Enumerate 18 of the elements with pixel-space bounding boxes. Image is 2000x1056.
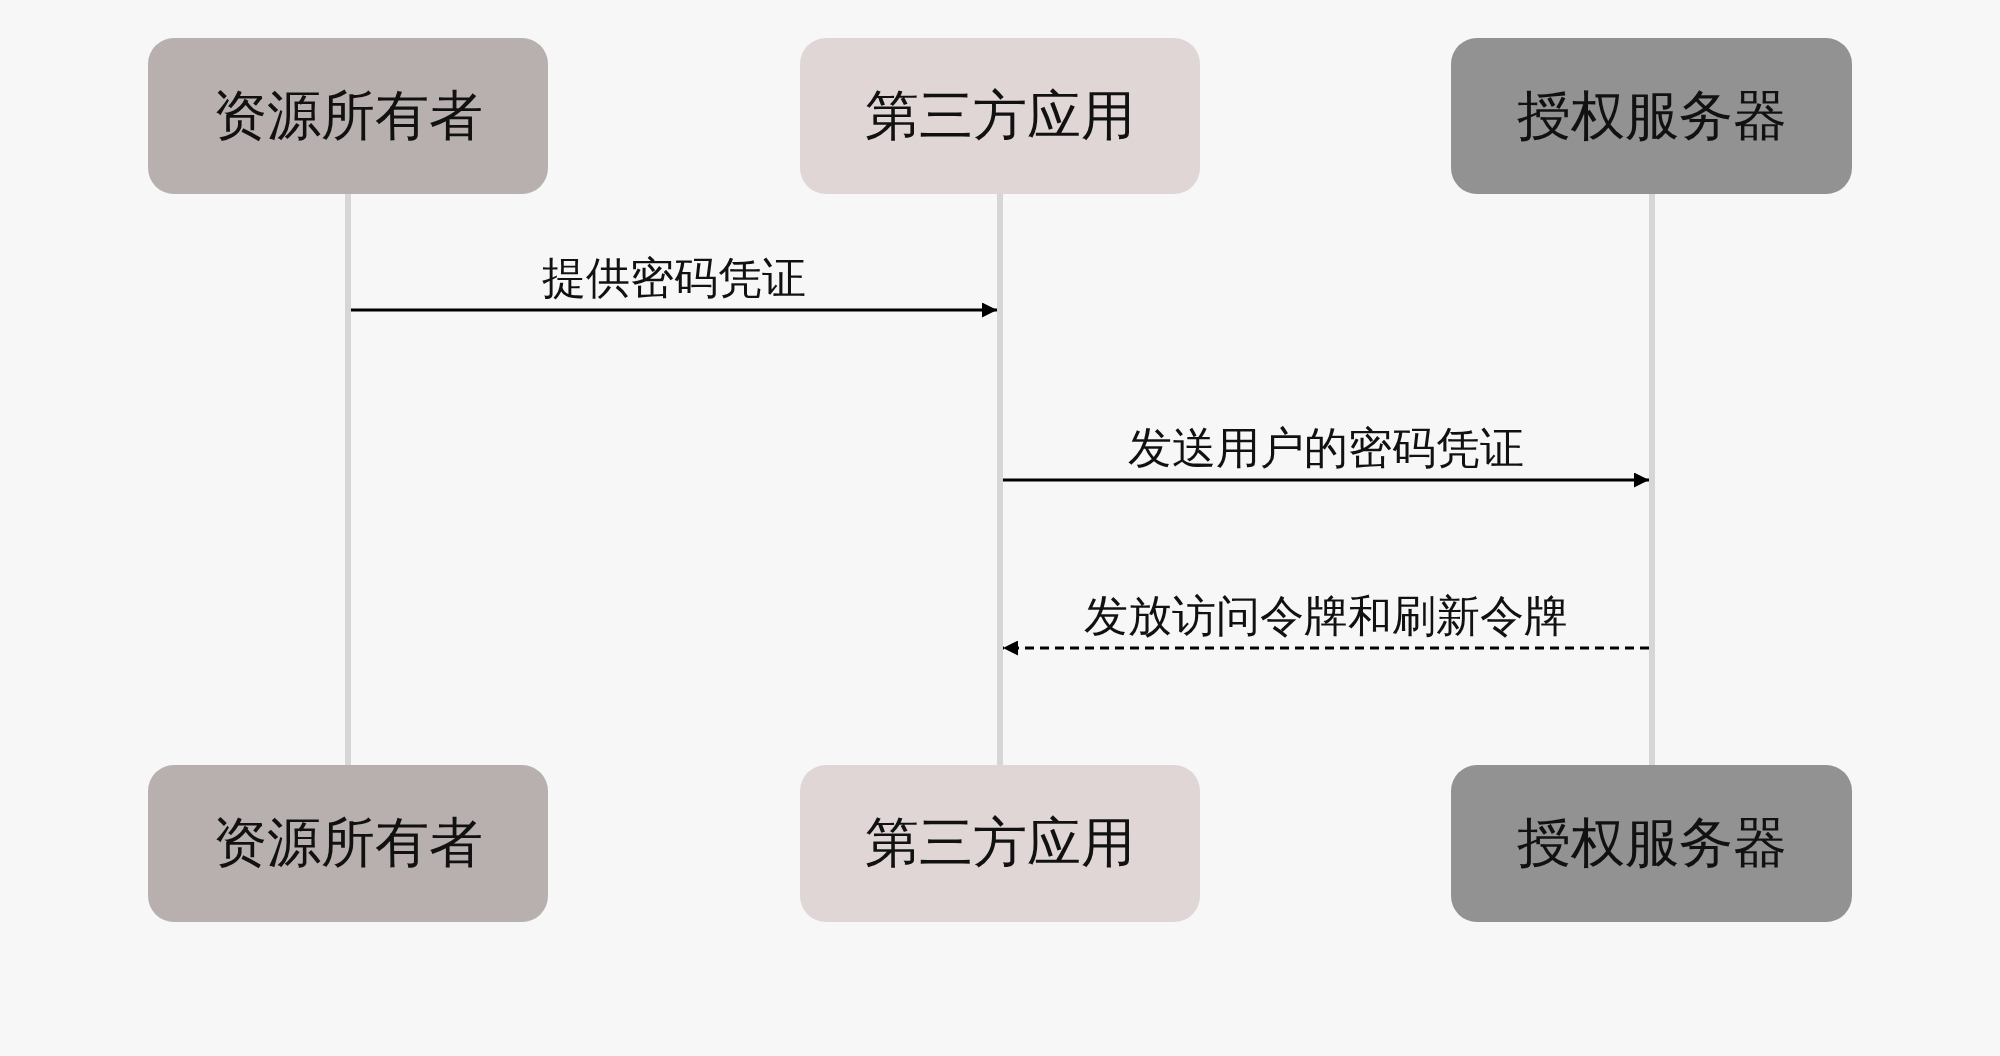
dashed-arrow — [1003, 640, 1649, 656]
lifeline — [1649, 194, 1655, 765]
participant-box — [800, 765, 1200, 922]
participant-box — [1451, 765, 1852, 922]
lifeline — [997, 194, 1003, 765]
participant-box — [148, 38, 548, 194]
participant-box — [148, 765, 548, 922]
participant-name: 资源所有者 — [213, 82, 483, 149]
participant-name: 资源所有者 — [213, 810, 483, 876]
arrow — [1003, 472, 1649, 488]
participant-name: 第三方应用 — [865, 82, 1135, 149]
participant-box — [800, 38, 1200, 194]
lifeline — [345, 194, 351, 765]
arrow — [351, 302, 997, 318]
participant-name: 授权服务器 — [1516, 82, 1787, 149]
participant-box — [1451, 38, 1852, 194]
participant-name: 授权服务器 — [1516, 810, 1787, 876]
participant-name: 第三方应用 — [865, 810, 1135, 876]
